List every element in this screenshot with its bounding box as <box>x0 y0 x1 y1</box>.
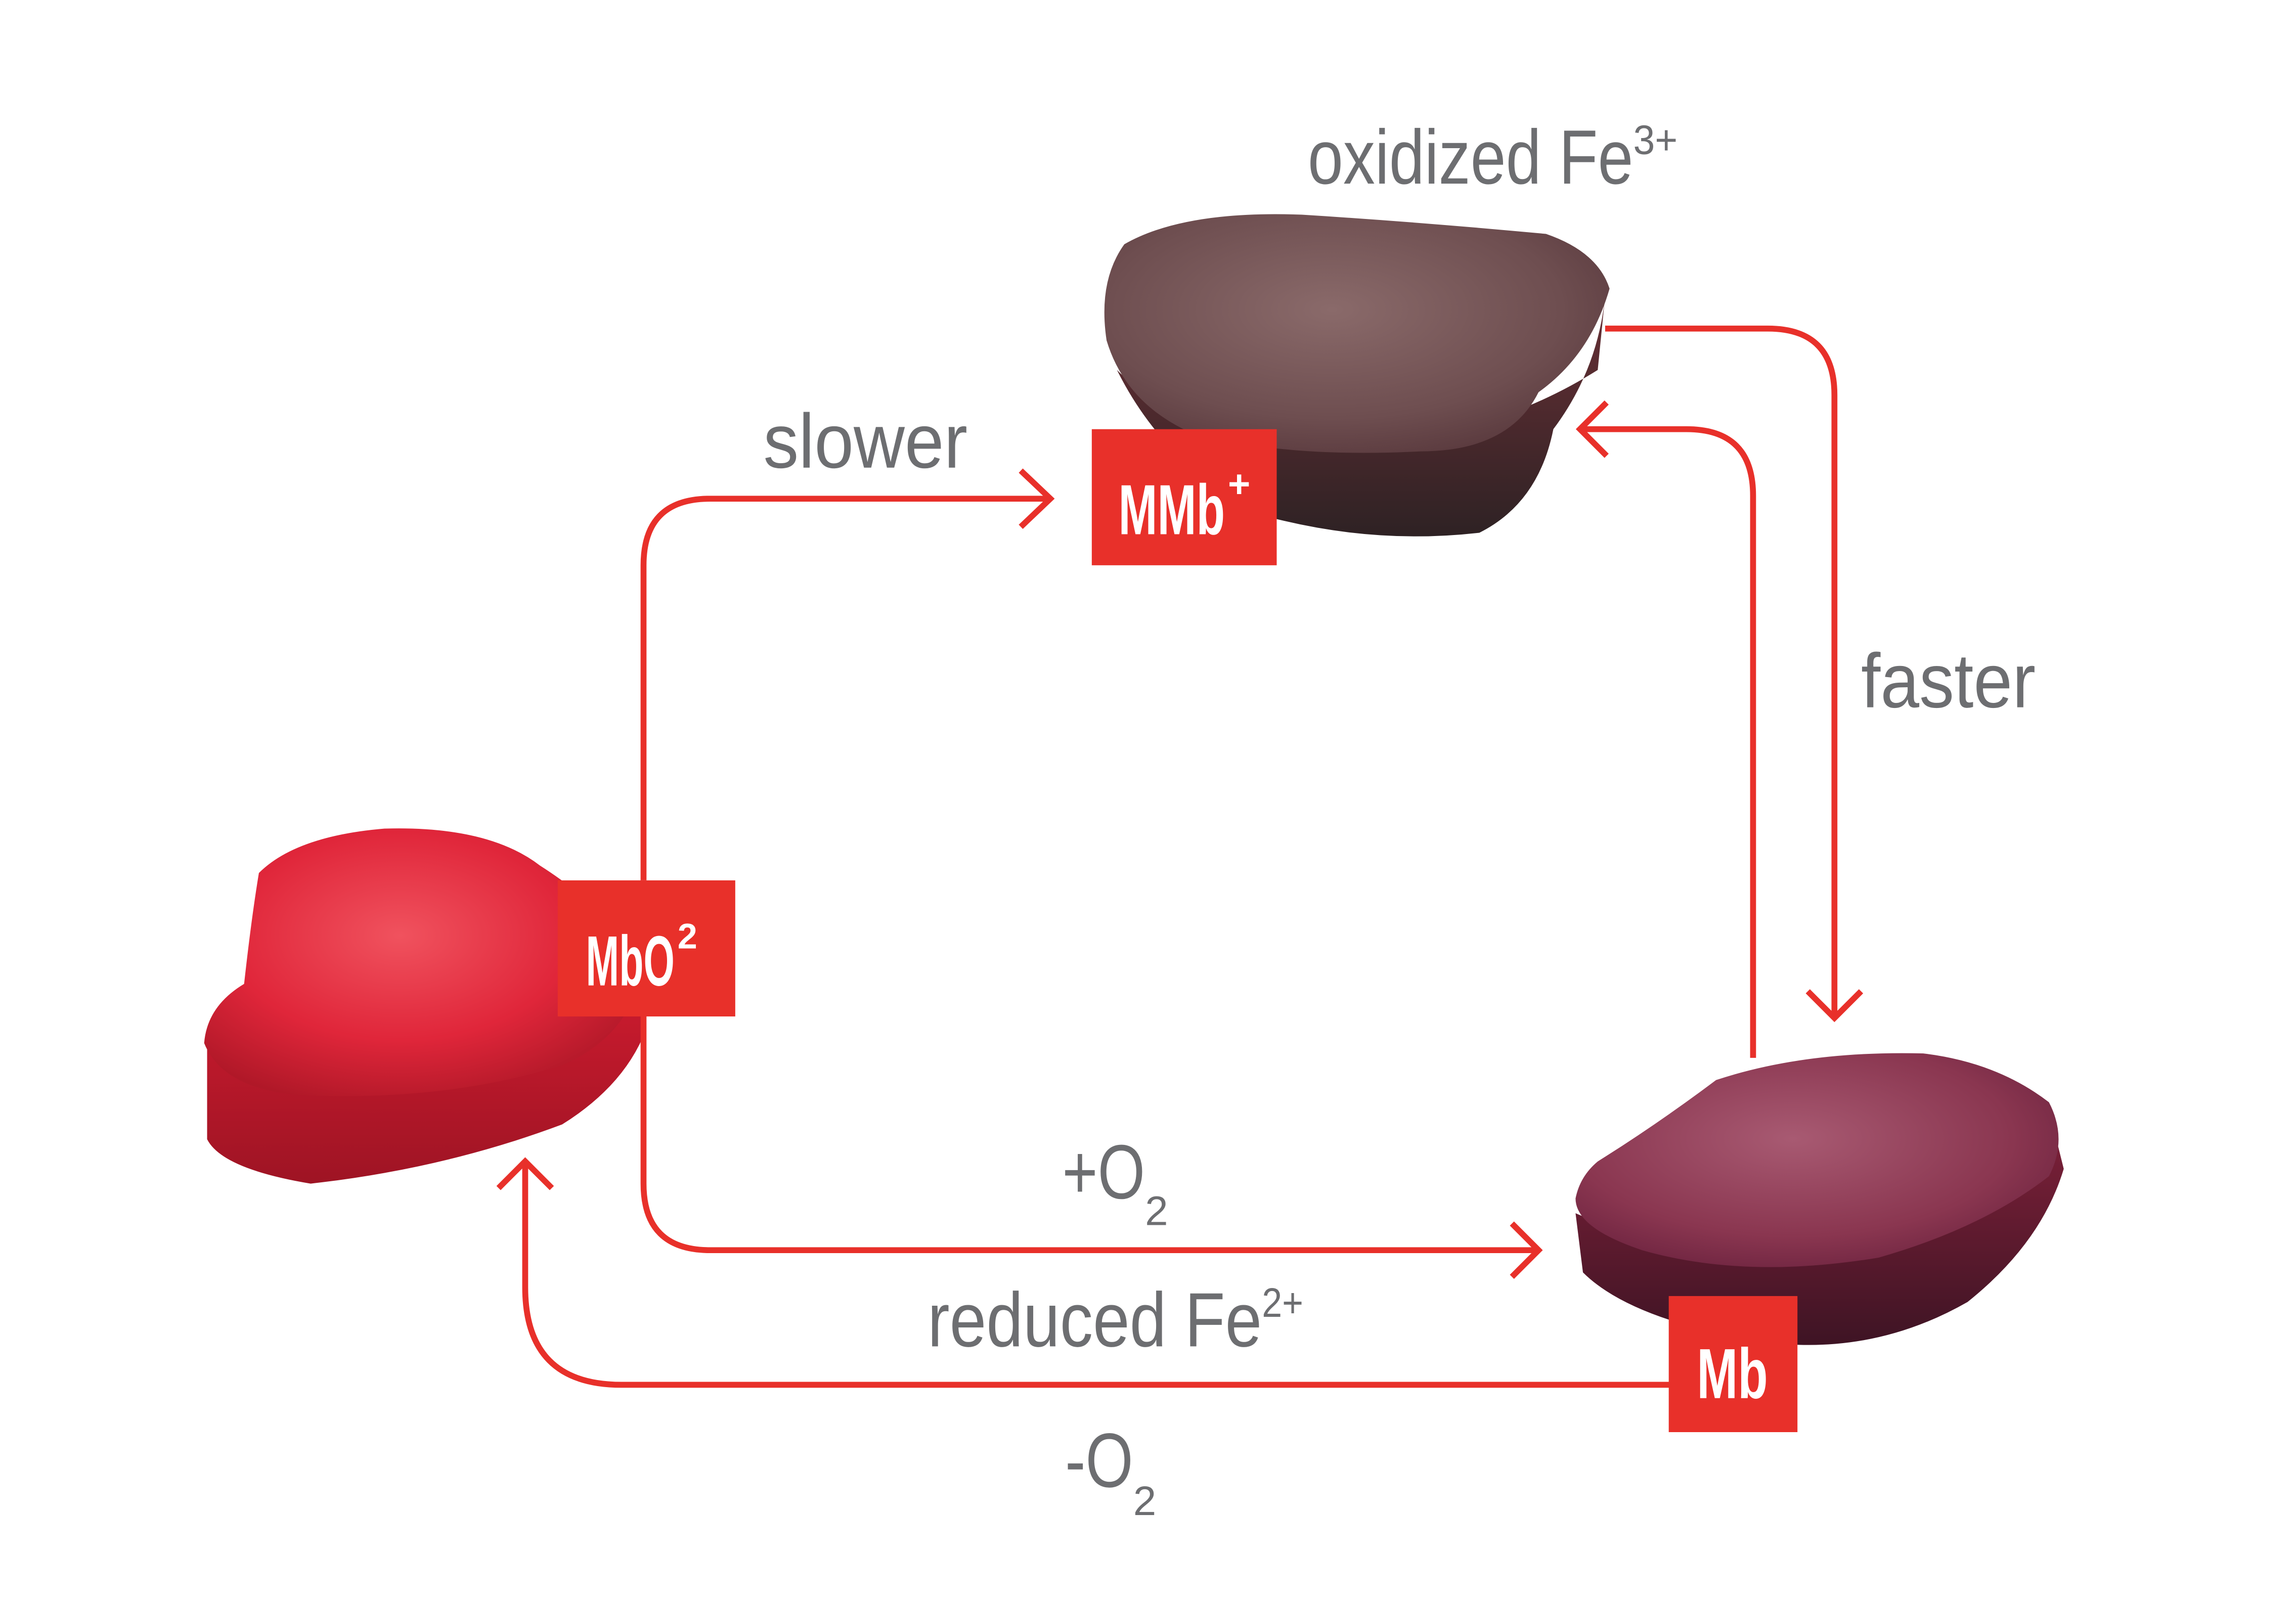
faster-arrow <box>1605 325 1864 1023</box>
plus-o2-arrow <box>640 1016 1543 1279</box>
faster-label: faster <box>1861 638 2036 724</box>
mmb-label: MMb <box>1118 470 1225 549</box>
minus-o2-label: -O <box>1065 1417 1133 1503</box>
oxidized-label: oxidized Fe <box>1308 114 1633 200</box>
slower-label: slower <box>763 398 967 484</box>
mmb-label-sup: + <box>1228 463 1250 506</box>
plus-o2-label: +O <box>1062 1129 1145 1215</box>
mb-label: Mb <box>1697 1334 1768 1413</box>
plus-o2-sub: 2 <box>1145 1188 1168 1234</box>
minus-o2-sub: 2 <box>1133 1478 1157 1524</box>
mbo2-label-box: MbO 2 <box>557 880 735 1017</box>
mbo2-label-sup: 2 <box>678 916 697 956</box>
mmb-label-box: MMb + <box>1091 429 1277 565</box>
oxidized-sup: 3+ <box>1633 117 1677 163</box>
slower-arrow <box>640 468 1055 880</box>
oxymyoglobin-steak-image <box>204 828 644 1184</box>
reduced-label: reduced Fe <box>928 1277 1262 1363</box>
mb-label-box: Mb <box>1668 1296 1798 1433</box>
minus-o2-arrow <box>496 1157 1672 1388</box>
myoglobin-steak-image <box>1575 1053 2064 1345</box>
reduced-sup: 2+ <box>1262 1280 1303 1326</box>
mbo2-label: MbO <box>586 921 675 1001</box>
reduction-arrow <box>1575 400 1756 1058</box>
